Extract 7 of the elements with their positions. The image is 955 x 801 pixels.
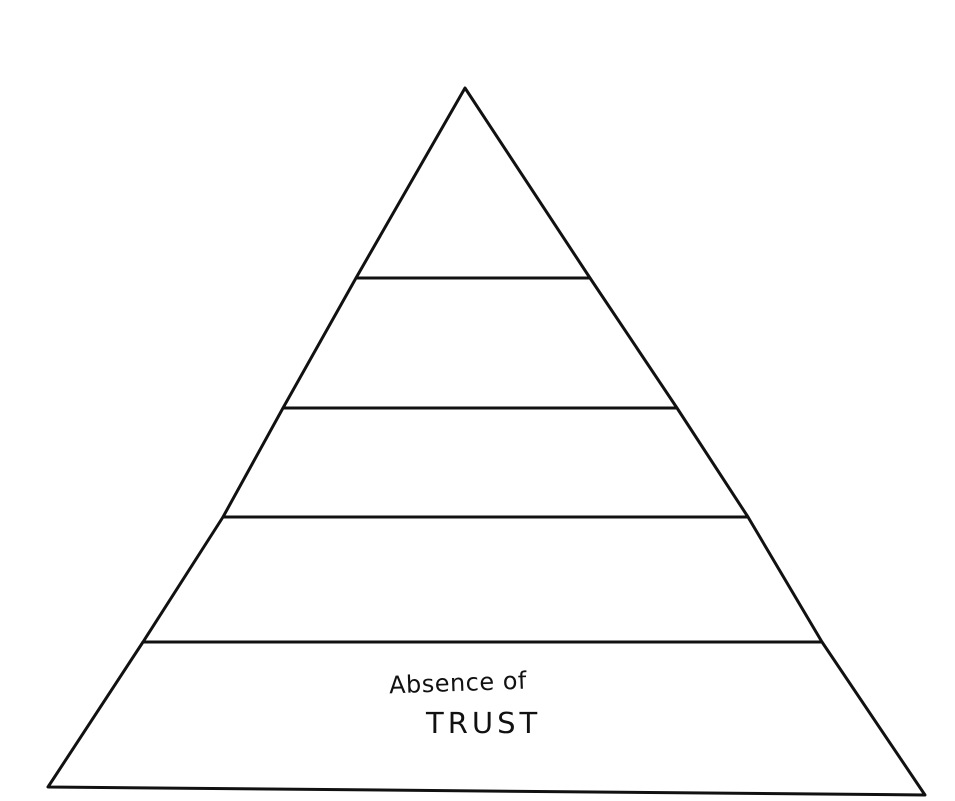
pyramid-tier bbox=[45, 642, 928, 797]
pyramid-tier bbox=[220, 408, 751, 517]
pyramid-tier bbox=[280, 278, 680, 408]
pyramid-tier bbox=[140, 517, 825, 642]
tier-heading: TRUST bbox=[426, 708, 542, 740]
pyramid-tier bbox=[353, 85, 593, 278]
tier-label: Absence of bbox=[388, 668, 528, 699]
